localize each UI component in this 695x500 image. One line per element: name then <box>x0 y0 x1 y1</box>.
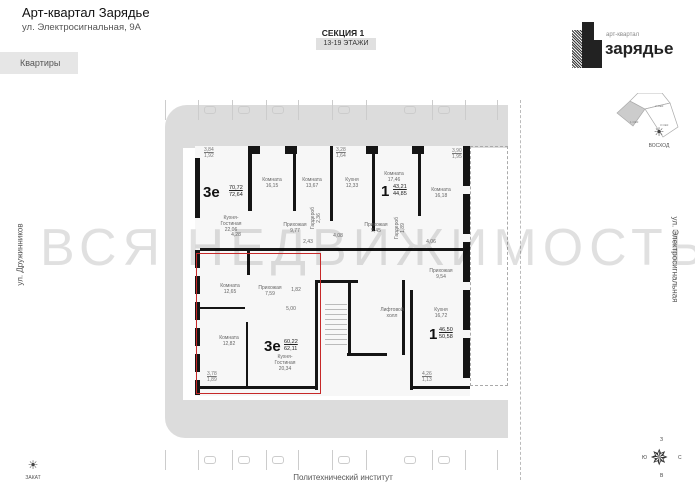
floors-badge: 13-19 ЭТАЖИ <box>316 38 376 50</box>
room-label: Кухня- Гостиная 20,34 <box>274 354 296 372</box>
project-title: Арт-квартал Зарядье <box>22 5 150 20</box>
room-label: Кухня- Гостиная 22,06 <box>220 215 242 233</box>
road-top <box>165 105 508 148</box>
compass: З ✵ Ю С В <box>642 437 682 479</box>
road-left <box>165 148 183 400</box>
room-label: Комната 12,82 <box>219 335 239 347</box>
room-label: 4,08 <box>333 233 343 239</box>
room-label: Комната 13,67 <box>302 177 322 189</box>
room-label: 2,43 <box>303 239 313 245</box>
street-bottom: Политехнический институт <box>293 473 393 482</box>
sunrise-icon: ☀ <box>653 125 665 139</box>
room-label: Лифтовой холл <box>380 307 404 319</box>
section-minimap: 1 СЕК 2 СЕК 3 СЕК <box>616 93 679 138</box>
room-label: Прихожая 9,77 <box>283 222 307 234</box>
svg-text:2 СЕК: 2 СЕК <box>655 104 664 108</box>
room-label: Кухня 16,72 <box>434 307 448 319</box>
tab-apartments[interactable]: Квартиры <box>0 52 78 74</box>
svg-text:1 СЕК: 1 СЕК <box>630 120 639 124</box>
room-label: Кухня 12,33 <box>345 177 359 189</box>
room-label: Гардероб 2,36 <box>310 207 322 229</box>
room-label: Прихожая 7,59 <box>258 285 282 297</box>
section-title: СЕКЦИЯ 1 <box>321 28 365 38</box>
street-left: ул. Дружинников <box>15 223 25 286</box>
logo: арт-квартал зарядье <box>572 22 682 70</box>
selected-apartment-outline[interactable] <box>196 253 321 394</box>
sunset-icon: ☀ <box>27 458 39 472</box>
room-label: Прихожая 5,45 <box>364 222 388 234</box>
room-label: 4,28 <box>231 232 241 238</box>
room-label: Гардероб 1,89 <box>394 217 406 239</box>
room-label: Комната 16,18 <box>431 187 451 199</box>
room-label: 5,00 <box>286 306 296 312</box>
road-bottom <box>165 400 508 438</box>
room-label: 4,06 <box>426 239 436 245</box>
room-label: Прихожая 9,54 <box>429 268 453 280</box>
sunset-label: ЗАКАТ <box>25 475 41 481</box>
sunrise-label: ВОСХОД <box>648 143 670 149</box>
svg-text:3 СЕК: 3 СЕК <box>660 123 669 127</box>
property-line <box>520 100 521 480</box>
room-label: Комната 17,46 <box>384 171 404 183</box>
watermark: ВСЯ НЕДВИЖИМОСТЬ <box>40 219 695 277</box>
street-right: ул. Электросигнальная <box>670 216 680 303</box>
balcony-right <box>470 146 508 386</box>
room-label: Комната 16,15 <box>262 177 282 189</box>
compass-rose-icon: ✵ <box>650 445 669 470</box>
room-label: Комната 12,65 <box>220 283 240 295</box>
project-address: ул. Электросигнальная, 9А <box>22 22 142 33</box>
room-label: 1,82 <box>291 287 301 293</box>
